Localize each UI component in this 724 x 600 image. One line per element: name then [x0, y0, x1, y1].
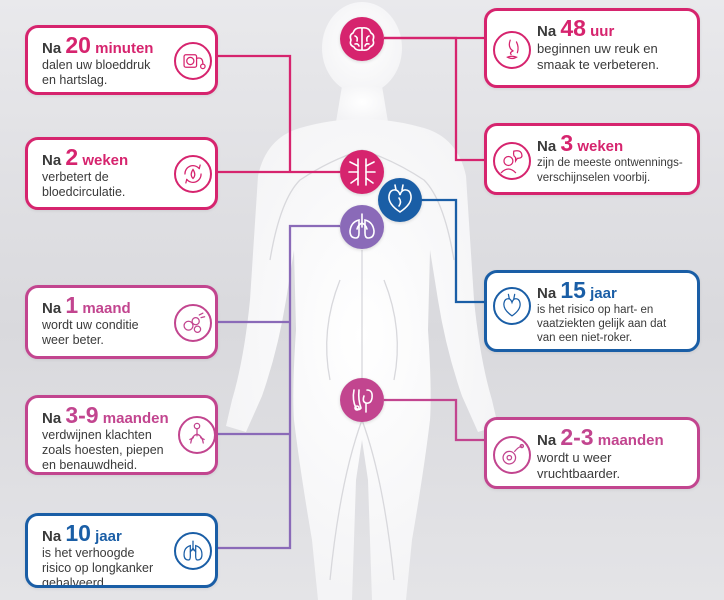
blood-pressure-icon: [174, 42, 212, 80]
card-description: wordt u weer vruchtbaarder.: [537, 450, 621, 481]
card-unit: maanden: [102, 410, 169, 427]
card-description: dalen uw bloeddruk en hartslag.: [42, 58, 151, 87]
heart-icon: [493, 287, 531, 325]
card-15-jaar: Na 15 jaar is het risico op hart- en vaa…: [484, 270, 700, 352]
card-unit: jaar: [590, 285, 617, 302]
lungs-icon: [349, 213, 375, 239]
card-number: 1: [65, 292, 79, 318]
card-description: is het verhoogde risico op longkanker ge…: [42, 546, 154, 588]
card-10-jaar: Na 10 jaar is het verhoogde risico op lo…: [25, 513, 218, 588]
blood-vessels-icon: [348, 158, 376, 186]
card-unit: minuten: [95, 40, 154, 57]
card-number: 48: [560, 15, 586, 41]
card-description: verdwijnen klachten zoals hoesten, piepe…: [42, 428, 164, 472]
reproductive-organs-icon: [352, 389, 373, 413]
person-thinking-icon: [493, 142, 531, 180]
card-number: 10: [65, 520, 91, 546]
card-48-uur: Na 48 uur beginnen uw reuk en smaak te v…: [484, 8, 700, 88]
circulation-icon: [174, 155, 212, 193]
vein-lines: [269, 149, 455, 581]
organ-lungs: [340, 205, 384, 249]
card-unit: maand: [82, 300, 131, 317]
card-number: 3: [560, 130, 574, 156]
airways-icon: [178, 416, 215, 454]
card-number: 2: [65, 144, 79, 170]
heart-icon: [388, 184, 412, 213]
lungs-icon: [174, 532, 212, 570]
card-2-weken: Na 2 weken verbetert de bloedcirculatie.: [25, 137, 218, 210]
card-number: 20: [65, 32, 91, 58]
organ-brain: [340, 17, 384, 61]
card-unit: weken: [577, 138, 624, 155]
card-description: verbetert de bloedcirculatie.: [42, 170, 126, 199]
card-number: 3-9: [65, 402, 99, 428]
cells-icon: [174, 304, 212, 342]
card-unit: uur: [590, 23, 615, 40]
organ-vessels: [340, 150, 384, 194]
card-unit: jaar: [95, 528, 122, 545]
card-description: is het risico op hart- en vaatziekten ge…: [537, 304, 667, 344]
card-description: wordt uw conditie weer beter.: [42, 318, 139, 347]
card-3-9-maanden: Na 3-9 maanden verdwijnen klachten zoals…: [25, 395, 218, 475]
card-20-minuten: Na 20 minuten dalen uw bloeddruk en hart…: [25, 25, 218, 95]
organ-reproductive: [340, 378, 384, 422]
brain-icon: [349, 27, 375, 51]
card-number: 15: [560, 277, 586, 303]
card-unit: maanden: [597, 432, 664, 449]
card-2-3-maanden: Na 2-3 maanden wordt u weer vruchtbaarde…: [484, 417, 700, 489]
card-number: 2-3: [560, 424, 594, 450]
card-unit: weken: [82, 152, 129, 169]
connector-lines: [216, 36, 514, 550]
card-description: beginnen uw reuk en smaak te verbeteren.: [537, 41, 660, 72]
card-1-maand: Na 1 maand wordt uw conditie weer beter.: [25, 285, 218, 359]
face-icon: [493, 31, 531, 69]
organ-heart: [378, 178, 422, 222]
card-description: zijn de meeste ontwennings- verschijnsel…: [537, 157, 683, 184]
card-3-weken: Na 3 weken zijn de meeste ontwennings- v…: [484, 123, 700, 195]
sperm-egg-icon: [493, 436, 531, 474]
